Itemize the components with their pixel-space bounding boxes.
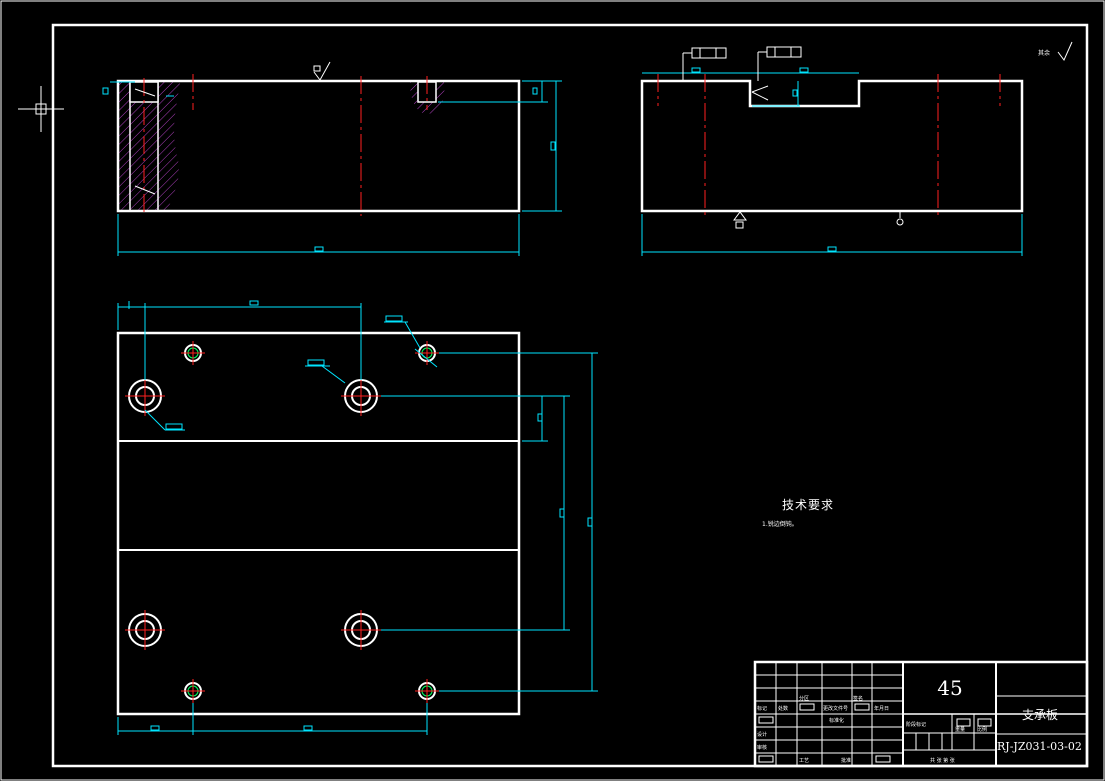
front-view <box>116 74 521 216</box>
side-view-dimensions <box>641 67 1023 256</box>
top-view-dimensions <box>117 300 598 735</box>
svg-text:工艺: 工艺 <box>799 758 809 764</box>
roughness-note-text: 其余 <box>1038 49 1050 57</box>
title-block <box>753 660 1089 768</box>
side-outline <box>640 79 1024 213</box>
inner-frame <box>51 23 1089 768</box>
material-label: 45 <box>937 676 963 700</box>
svg-text:标准化: 标准化 <box>829 717 844 724</box>
front-view-dimensions <box>102 80 562 256</box>
drawing-number-label: RJ-JZ031-03-02 <box>997 740 1082 753</box>
svg-text:设计: 设计 <box>757 731 767 738</box>
svg-text:审核: 审核 <box>757 744 767 751</box>
svg-text:标记: 标记 <box>757 705 767 712</box>
front-outline <box>116 79 521 213</box>
svg-text:签名: 签名 <box>853 695 863 702</box>
roughness-symbol-top <box>313 61 331 81</box>
svg-text:比例: 比例 <box>977 726 987 733</box>
top-view <box>116 331 521 716</box>
roughness-note-symbol <box>1057 41 1073 61</box>
svg-text:处数: 处数 <box>778 705 788 712</box>
top-view-holes <box>125 341 439 703</box>
svg-text:阶段标记: 阶段标记 <box>906 721 926 728</box>
svg-text:共 张 第 张: 共 张 第 张 <box>930 757 955 764</box>
datum-symbols <box>733 211 904 229</box>
technical-requirements-title: 技术要求 <box>782 498 835 512</box>
crosshair-cursor <box>18 86 64 132</box>
svg-text:分区: 分区 <box>799 695 809 702</box>
svg-text:批准: 批准 <box>841 757 851 764</box>
svg-text:重量: 重量 <box>955 726 965 733</box>
svg-text:年月日: 年月日 <box>874 705 889 712</box>
part-name-label: 支承板 <box>1021 708 1058 722</box>
top-outline <box>116 331 521 716</box>
title-block-labels: 标记 处数 分区 更改文件号 签名 年月日 设计 标准化 阶段标记 重量 比例 … <box>757 695 987 764</box>
technical-requirement-item: 1.锐边倒钝。 <box>762 521 798 528</box>
svg-text:更改文件号: 更改文件号 <box>823 705 848 712</box>
hatch-section <box>118 82 180 211</box>
geometric-tolerance-frames <box>682 46 802 81</box>
side-view <box>640 74 1024 218</box>
